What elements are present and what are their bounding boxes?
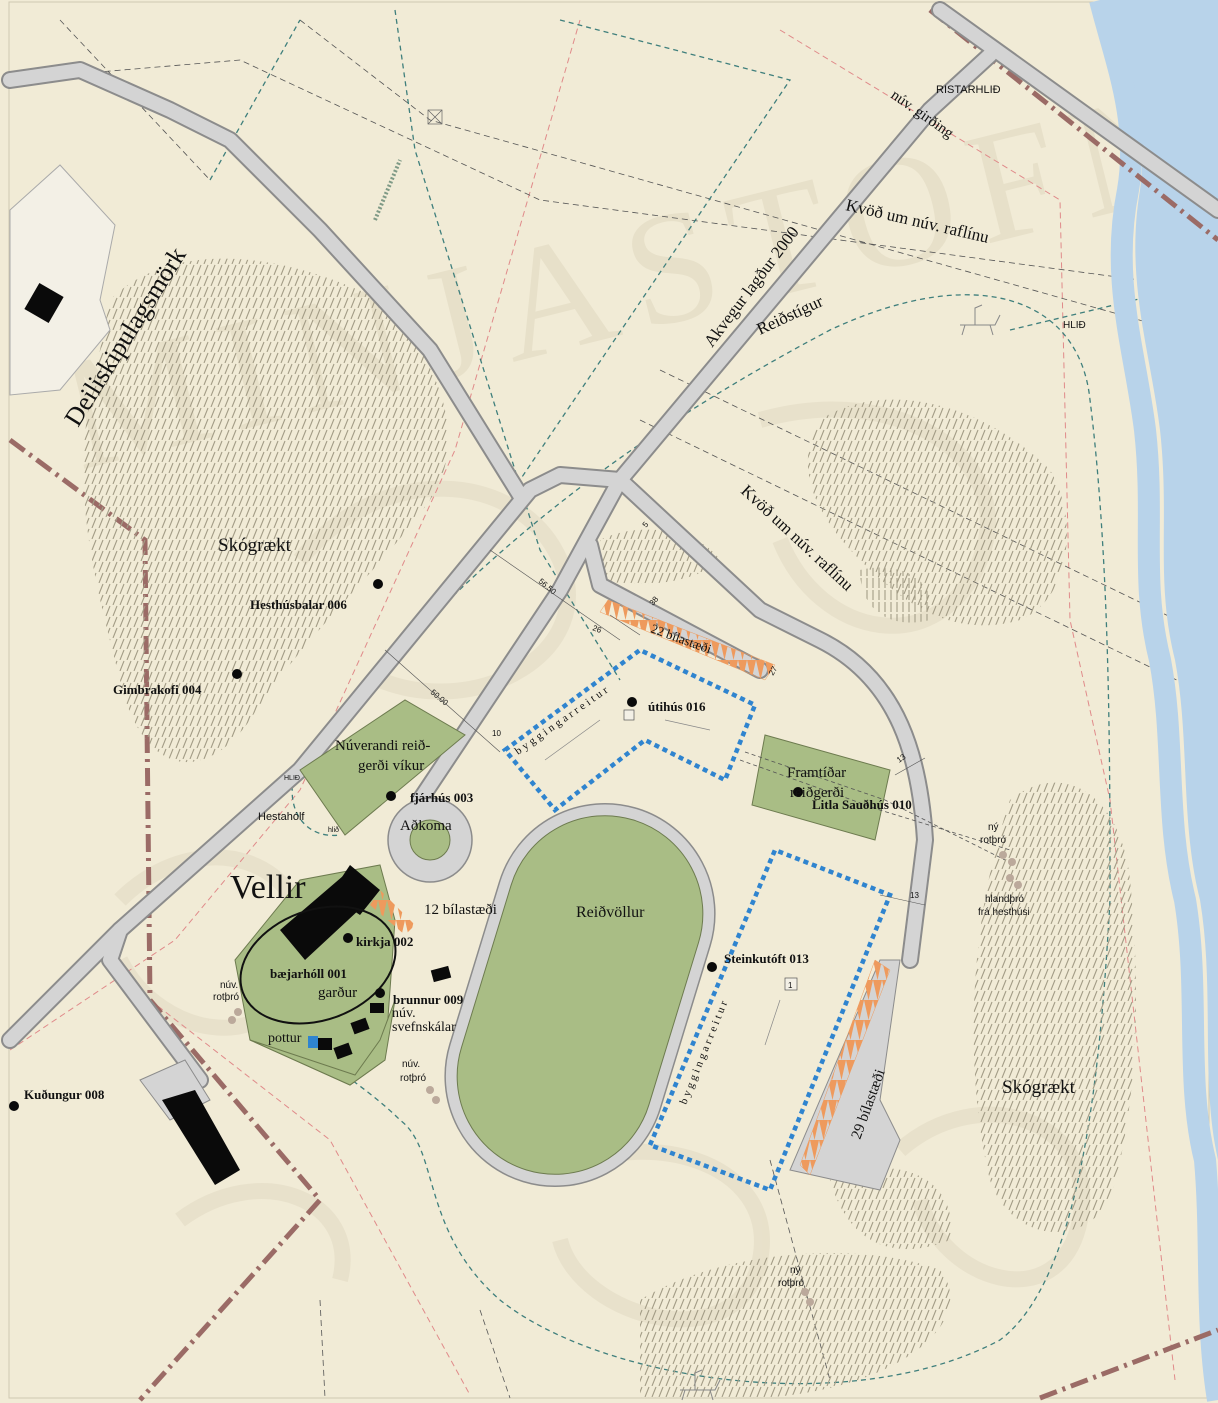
site-gimbrakofi: Gimbrakofi 004: [113, 682, 202, 697]
pipe-line-2: [744, 751, 1006, 861]
parking-29: [799, 959, 891, 1176]
approach-label: Aðkoma: [400, 818, 452, 834]
dormitory-label-1: núv.: [392, 1006, 416, 1021]
forest-label-right: Skógrækt: [1002, 1077, 1076, 1098]
buildings: [24, 283, 452, 1185]
riding-arena-label: Reiðvöllur: [576, 904, 645, 921]
site-hesthusbalar: Hesthúsbalar 006: [250, 597, 347, 612]
gate-label-ristarhlid: RISTARHLIÐ: [936, 84, 1001, 96]
current-paddock: [299, 699, 466, 836]
pipe-line: [739, 759, 1011, 851]
septic-4-label-a: ný: [790, 1265, 801, 1276]
urine-tank-label-2: frá hesthúsi: [978, 907, 1030, 918]
plan-boundary-right: [1039, 1327, 1218, 1401]
garden-label: garður: [318, 985, 357, 1001]
neighbouring-plot: [9, 164, 116, 396]
septic-4-label-b: rotþró: [778, 1278, 805, 1289]
dim-5: 5: [641, 520, 651, 530]
river-channel: [1089, 0, 1218, 1402]
site-kirkja: kirkja 002: [356, 934, 413, 949]
dormitory-label-2: svefnskálar: [392, 1020, 456, 1035]
septic-3-label-a: ný: [988, 822, 999, 833]
current-paddock-label-2: gerði víkur: [358, 758, 424, 774]
plan-boundary-top: [928, 8, 1218, 242]
future-paddock-label-2: reiðgerði: [790, 785, 844, 801]
site-brunnur: brunnur 009: [393, 992, 464, 1007]
riding-arena-field: [456, 815, 704, 1175]
river: [1100, 0, 1218, 1160]
gate-label-hlid-left: HLIÐ: [284, 775, 300, 782]
parking-12-label: 12 bílastæði: [424, 902, 497, 918]
future-paddock-label-1: Framtíðar: [787, 765, 846, 781]
box-1-label: 1: [788, 981, 793, 990]
future-paddock: [751, 734, 891, 841]
gate-label-hlid-small: hlið: [328, 826, 339, 834]
vellir-label: Vellir: [230, 869, 306, 906]
current-paddock-label-1: Núverandi reið-: [335, 738, 430, 754]
forest-areas: [83, 258, 1136, 1398]
fence-ladder: [373, 159, 402, 221]
gate-marker-cross-2: [427, 109, 443, 125]
septic-1-label-a: núv.: [220, 980, 238, 991]
septic-2-label-a: núv.: [402, 1059, 420, 1070]
pink-dashed-line-bottom: [149, 999, 471, 1396]
dimension-lines: [384, 549, 926, 906]
arrow-2: [664, 719, 711, 731]
septic-1-label-b: rotþró: [213, 992, 240, 1003]
gate-marker: [427, 109, 443, 125]
archaeological-sites: [9, 579, 803, 1111]
arrow-3: [764, 999, 781, 1046]
horse-icon: [680, 304, 1001, 1401]
septic-tanks: [228, 851, 1022, 1306]
dim-13b: 13: [910, 891, 919, 900]
dim-26: 26: [591, 623, 603, 635]
forest-label-left: Skógrækt: [218, 535, 292, 556]
parking-22: [599, 599, 776, 681]
arrow-1: [544, 719, 601, 761]
site-kudungur: Kuðungur 008: [24, 1087, 105, 1102]
site-litla-saudhus: Litla Sauðhús 010: [812, 797, 912, 812]
site-steinkutoft: Steinkutóft 013: [724, 951, 809, 966]
building-area-2[interactable]: [647, 847, 893, 1193]
parking-12: [370, 890, 415, 935]
hot-tub-label: pottur: [268, 1031, 302, 1046]
site-fjarhus: fjárhús 003: [410, 790, 474, 805]
dim-10: 10: [492, 729, 501, 738]
farm-field-lower: [249, 999, 396, 1086]
gate-label-hlid: HLIÐ: [1063, 320, 1086, 331]
box-1: [784, 977, 798, 991]
septic-2-label-b: rotþró: [400, 1073, 427, 1084]
septic-3-label-b: rotþró: [980, 835, 1007, 846]
horse-enclosure-label: Hestahólf: [258, 811, 305, 823]
site-baejarholl: bæjarhóll 001: [270, 966, 347, 981]
site-utihus: útihús 016: [648, 699, 706, 714]
utihus-box: [623, 709, 635, 721]
building-area-1[interactable]: [501, 647, 758, 814]
urine-tank-label-1: hlandþró: [985, 894, 1024, 905]
vellir-outline: [239, 905, 397, 1025]
